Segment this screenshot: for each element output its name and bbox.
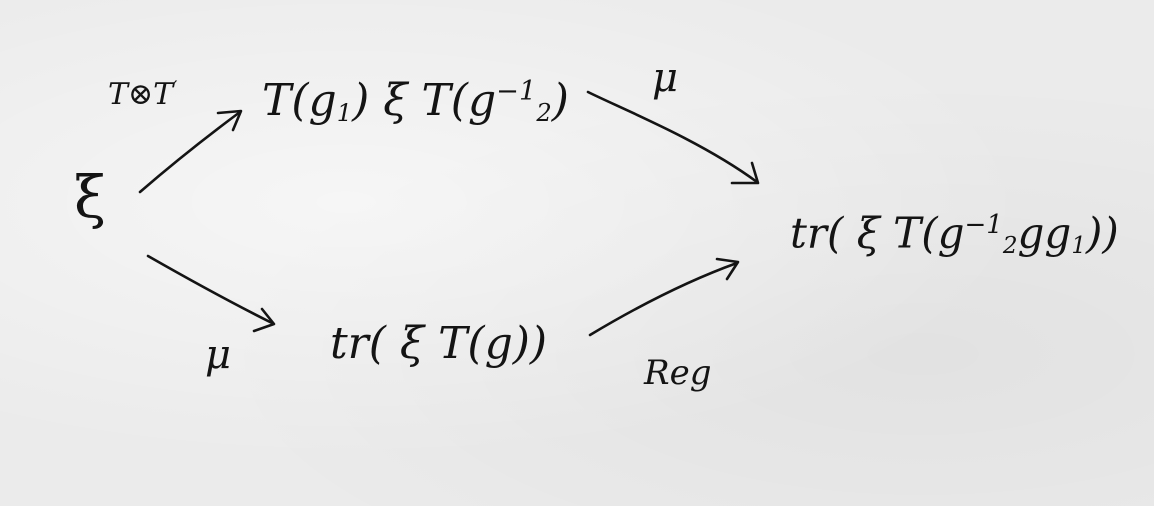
node-target-index-2: 2 <box>1002 233 1018 260</box>
node-top-expression: T(g1) ξ T(g−12) <box>262 78 569 125</box>
node-target-exponent: −1 <box>964 210 1003 240</box>
edge-label-mu-bottom: μ <box>205 332 231 378</box>
node-top-part-2: ) ξ T(g <box>352 75 497 126</box>
node-top-index-1: 1 <box>336 99 353 128</box>
node-bottom-expression: tr( ξ T(g)) <box>330 318 548 369</box>
arrow-source-to-bottom <box>146 254 276 333</box>
arrow-bottom-to-target <box>588 257 740 337</box>
node-target-expression: tr( ξ T(g−12gg1)) <box>790 212 1119 258</box>
node-target-index-1: 1 <box>1071 233 1087 260</box>
edge-label-tensor-text: T⊗T <box>108 77 174 113</box>
node-target-part-3: )) <box>1086 208 1119 258</box>
arrow-source-to-top <box>138 109 243 194</box>
node-target-part-1: tr( ξ T(g <box>790 208 965 258</box>
arrow-top-to-target <box>586 90 760 185</box>
node-top-part-1: T(g <box>262 75 337 126</box>
node-top-part-3: ) <box>551 75 569 126</box>
edge-label-tensor: T⊗T′ <box>108 77 178 113</box>
edge-label-reg: Reg <box>644 353 712 393</box>
edge-label-tensor-prime: ′ <box>173 78 178 99</box>
node-target-part-2: gg <box>1017 208 1072 258</box>
edge-label-mu-top: μ <box>652 55 678 101</box>
node-source-xi: ξ <box>74 163 106 231</box>
node-top-index-2: 2 <box>536 99 552 128</box>
node-top-exponent: −1 <box>496 76 537 107</box>
